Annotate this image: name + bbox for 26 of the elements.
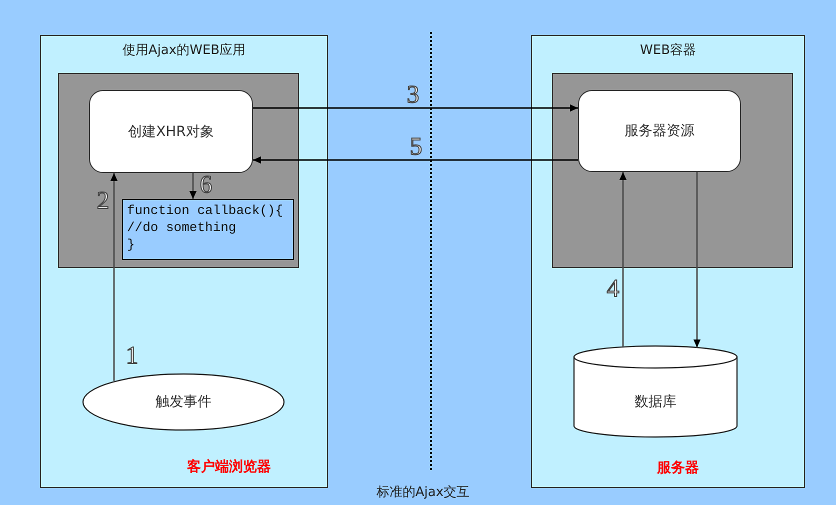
panel-title: WEB容器: [640, 42, 696, 59]
step-number: 3: [406, 82, 420, 108]
panel: [531, 35, 805, 488]
panel-label: 服务器: [657, 459, 699, 477]
process-box: 服务器资源: [578, 90, 741, 172]
arrow: [619, 172, 627, 347]
panel-label: 客户端浏览器: [187, 458, 271, 476]
step-number: 2: [96, 188, 110, 214]
code-box: function callback(){ //do something }: [122, 199, 294, 260]
step-number: 1: [126, 344, 138, 368]
arrow: [253, 156, 578, 164]
container-box: [58, 73, 299, 268]
panel: [40, 35, 328, 488]
step-number: 6: [200, 172, 212, 198]
event-ellipse: 触发事件: [82, 373, 285, 431]
arrow: [189, 173, 197, 199]
arrow: [693, 172, 701, 348]
arrow: [110, 173, 118, 381]
arrow: [253, 104, 578, 112]
database-cylinder: 数据库: [573, 346, 738, 437]
container-box: [552, 73, 793, 268]
step-number: 4: [606, 276, 620, 302]
panel-title: 使用Ajax的WEB应用: [122, 42, 246, 59]
caption: 标准的Ajax交互: [376, 484, 470, 501]
process-box: 创建XHR对象: [89, 90, 253, 173]
step-number: 5: [410, 134, 422, 160]
